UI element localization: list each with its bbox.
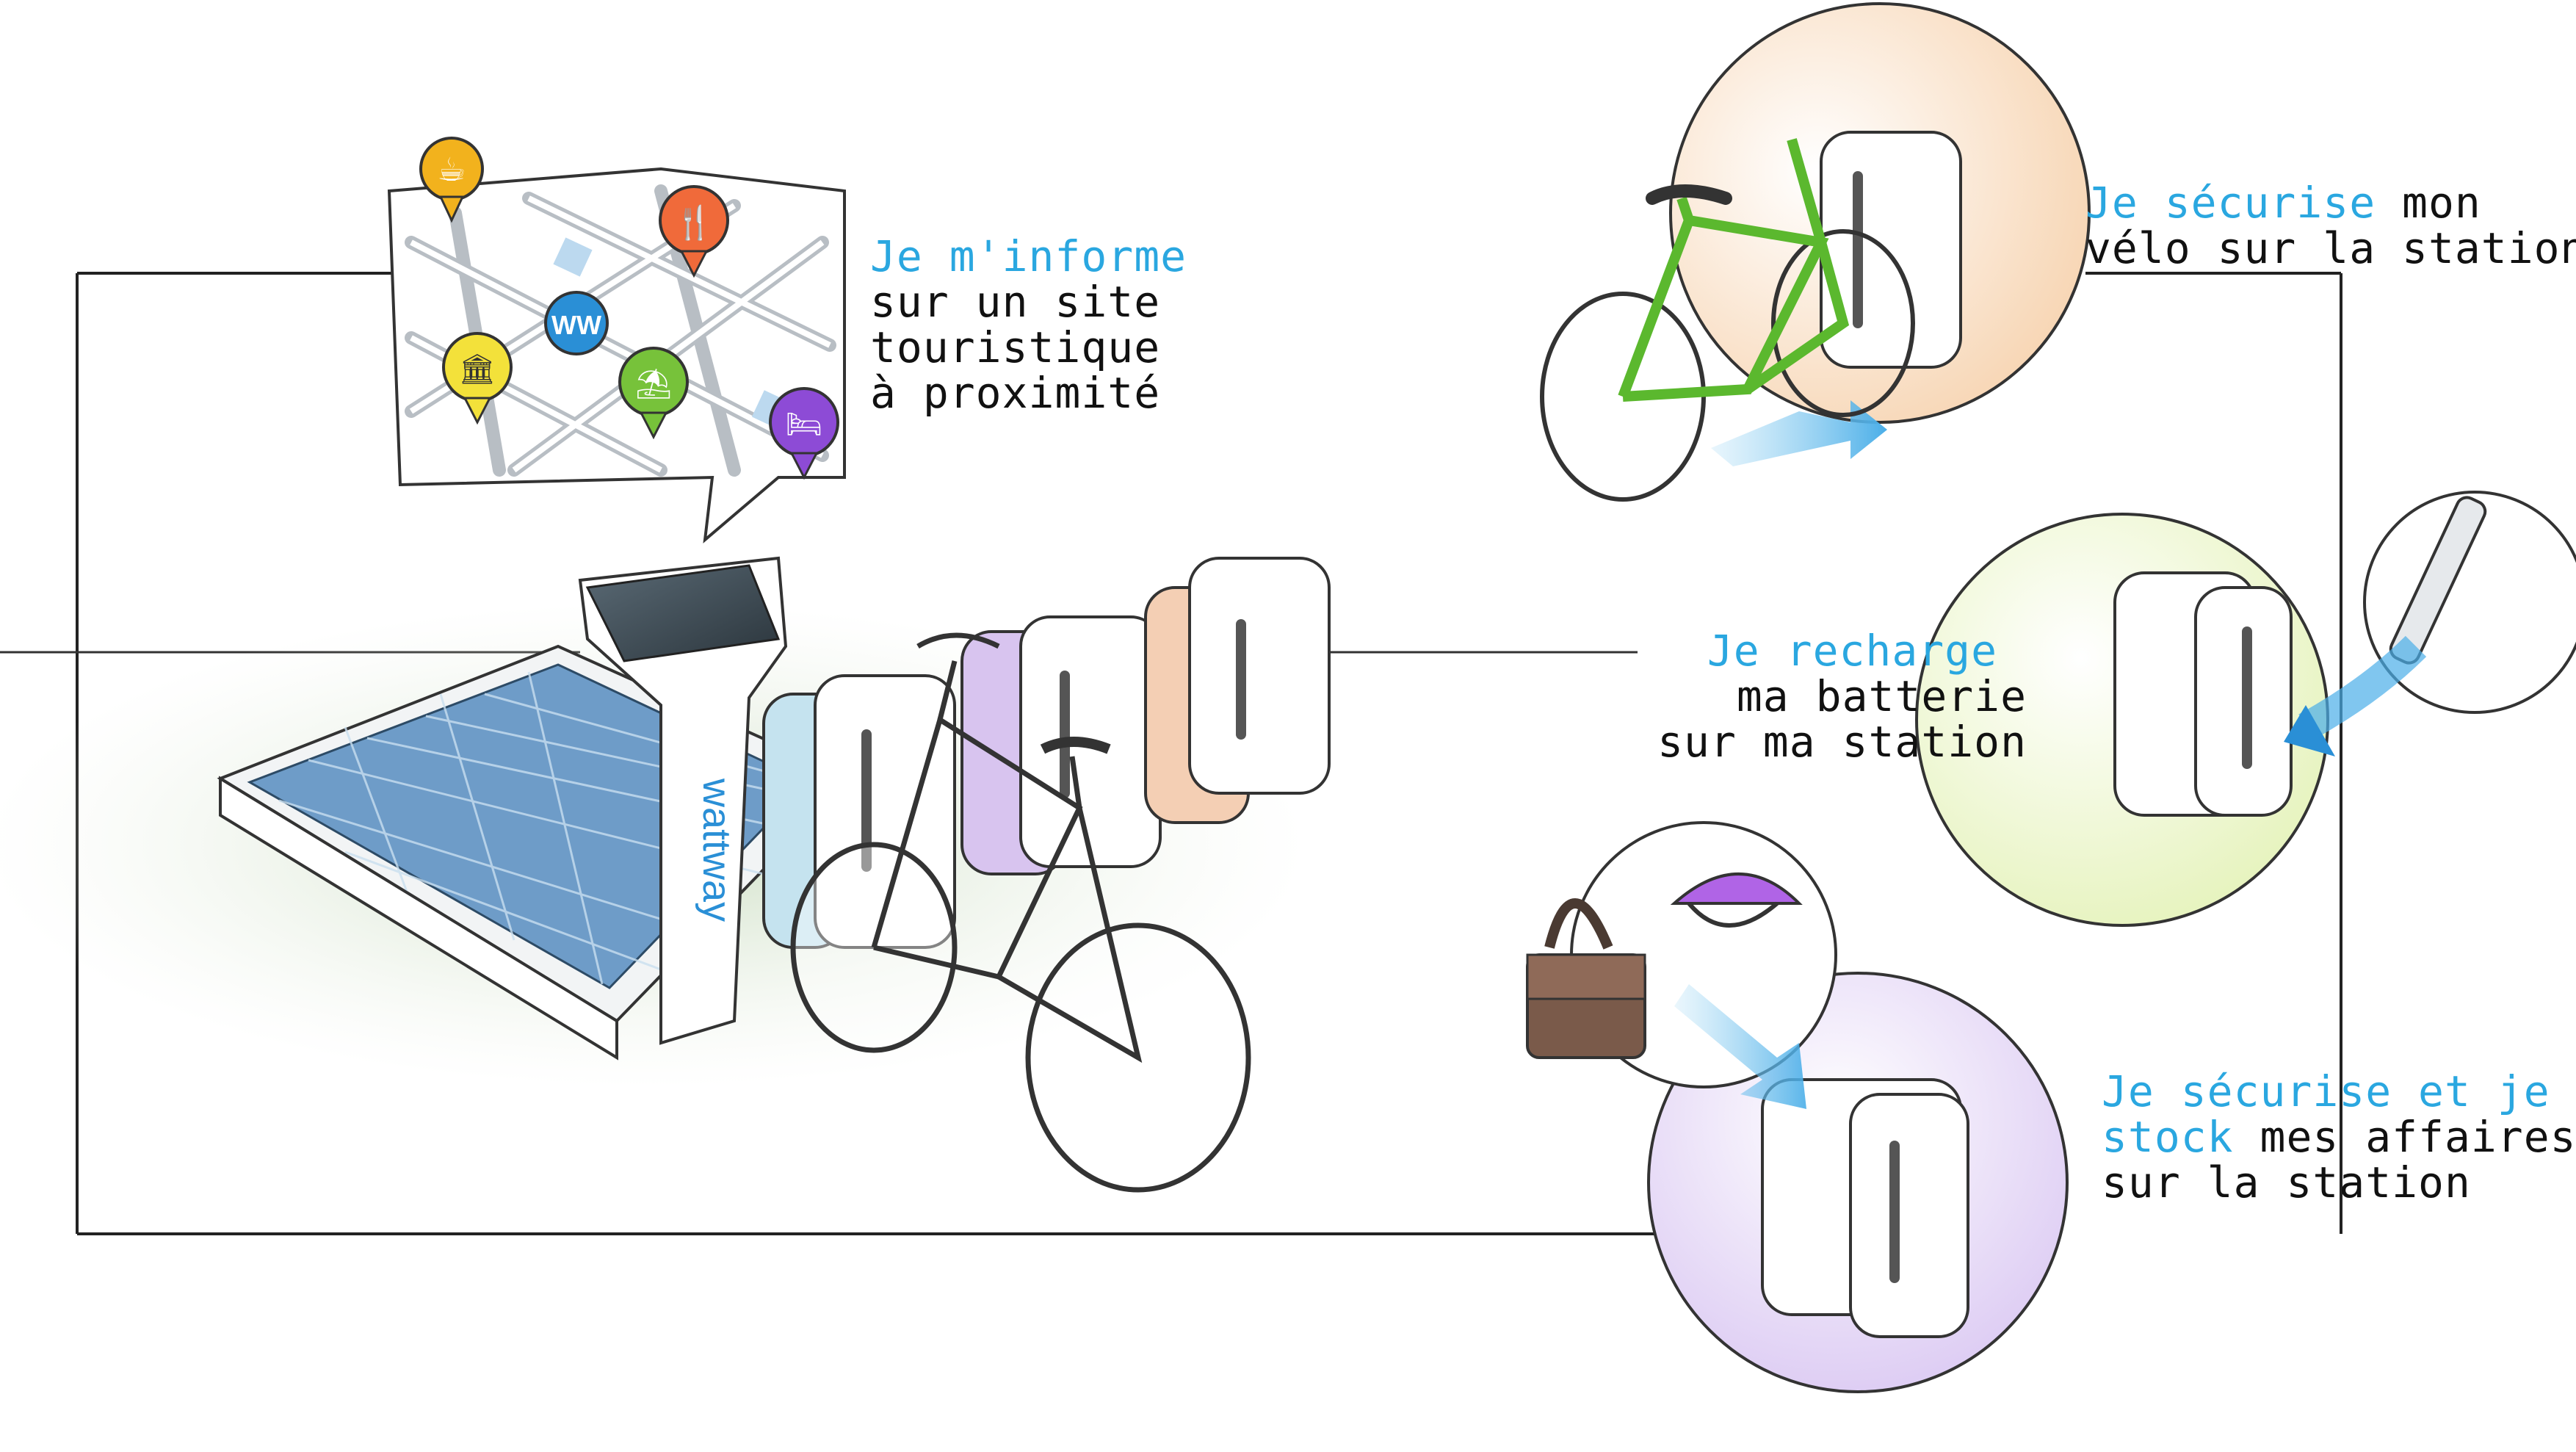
caption-inform-highlight: Je m'informe: [870, 231, 1187, 281]
caption-inform-line2: sur un site: [870, 277, 1161, 327]
caption-store-highlight1: Je sécurise et je: [2102, 1066, 2550, 1116]
green-bicycle: [1540, 138, 1915, 502]
caption-store-line3: sur la station: [2102, 1157, 2471, 1207]
caption-inform: Je m'informe sur un site touristique à p…: [870, 234, 1187, 416]
map-pin-hotel: 🛏: [769, 387, 839, 480]
circle-store: [1526, 821, 2069, 1393]
map-bubble: [387, 167, 846, 543]
caption-secure-bike-highlight: Je sécurise: [2085, 178, 2376, 228]
caption-recharge-highlight: Je recharge: [1707, 626, 1997, 676]
caption-store: Je sécurise et je stock mes affaires sur…: [2102, 1069, 2576, 1205]
bicycle: [790, 632, 1251, 1193]
caption-recharge-line2: ma batterie: [1736, 671, 2027, 721]
caption-store-rest2: mes affaires: [2233, 1112, 2576, 1162]
circle-recharge: [1915, 491, 2576, 927]
kiosk: wattway: [578, 556, 788, 1045]
caption-store-highlight2: stock: [2102, 1112, 2234, 1162]
caption-secure-bike: Je sécurise mon vélo sur la station: [2085, 180, 2576, 271]
caption-inform-line3: touristique: [870, 322, 1161, 372]
caption-secure-bike-line2: vélo sur la station: [2085, 223, 2576, 273]
map-pin-restaurant: 🍴: [659, 185, 729, 278]
bag-icon: [1526, 898, 1646, 1059]
wattway-logo-icon: WW: [551, 310, 601, 340]
kiosk-logo: wattway: [695, 778, 739, 922]
monument-icon: 🏛: [459, 353, 496, 386]
caption-recharge-line3: sur ma station: [1657, 717, 2027, 767]
caption-inform-line4: à proximité: [870, 368, 1161, 418]
circle-secure-bike: [1540, 2, 2091, 502]
map-pin-wattway: WW: [544, 291, 609, 355]
picnic-icon: ⛱: [635, 367, 673, 401]
map-pin-monument: 🏛: [442, 332, 513, 425]
caption-recharge: Je recharge ma batterie sur ma station: [1616, 628, 2027, 765]
map-pin-coffee: ☕: [419, 137, 484, 223]
map-pin-picnic: ⛱: [618, 347, 689, 440]
restaurant-icon: 🍴: [674, 204, 714, 242]
hotel-icon: 🛏: [786, 408, 823, 441]
coffee-icon: ☕: [437, 151, 466, 189]
caption-secure-bike-rest: mon: [2376, 178, 2481, 228]
helmet-icon: [1670, 873, 1803, 928]
